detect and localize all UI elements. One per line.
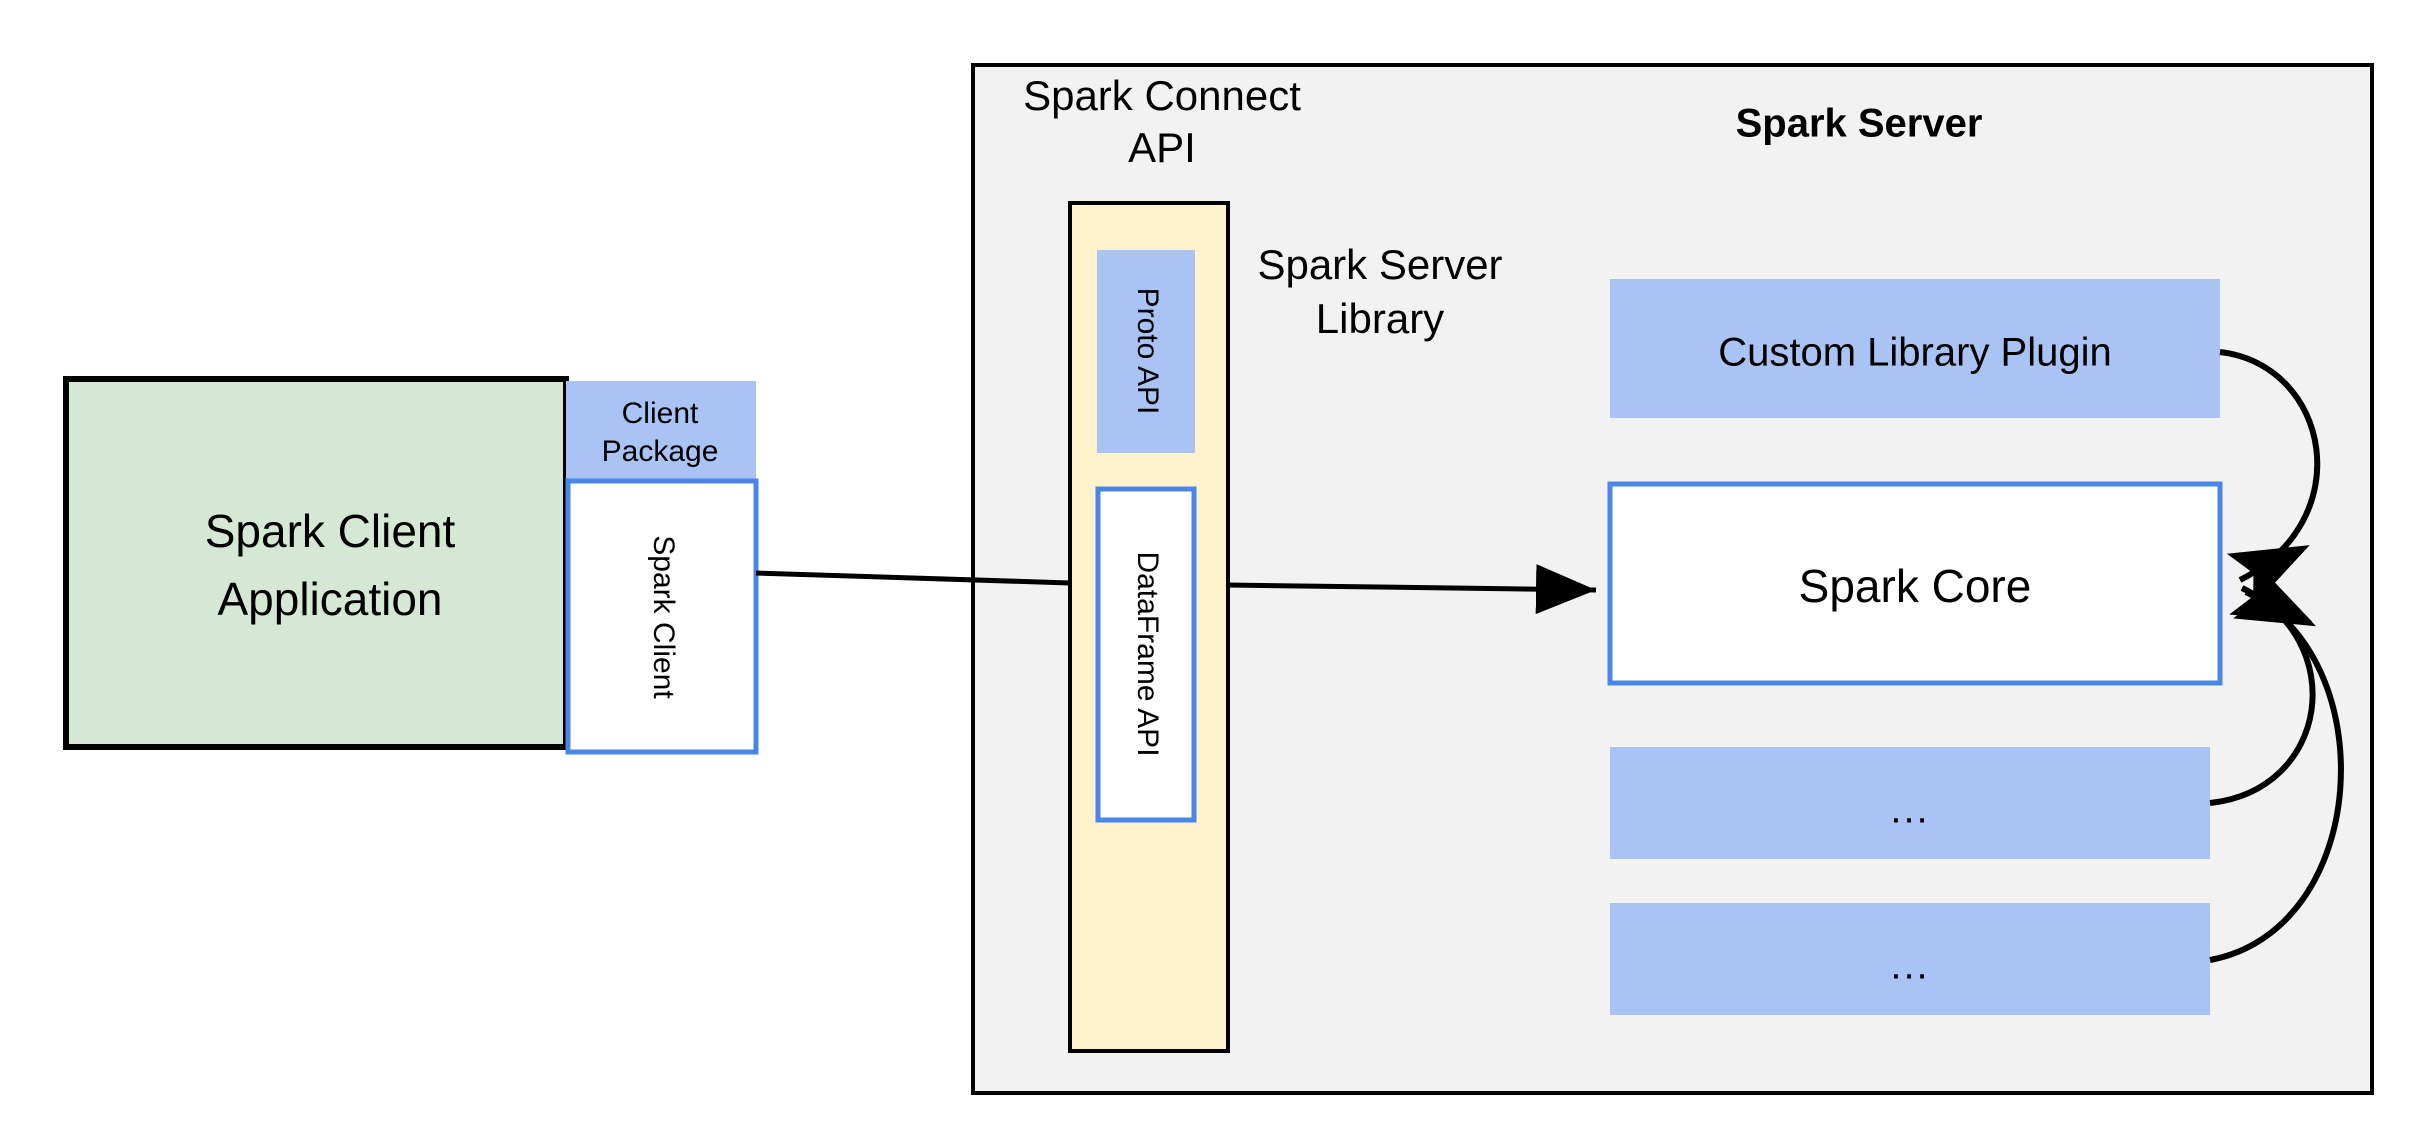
dataframe-api-block[interactable]: DataFrame API: [1095, 486, 1197, 823]
proto-api-rect[interactable]: [1097, 250, 1195, 453]
client-package-block[interactable]: Client Package: [566, 381, 756, 481]
ellipsis-block-2[interactable]: ...: [1610, 903, 2210, 1015]
spark-connect-api-label: Spark Connect API: [1023, 72, 1301, 171]
spark-connect-column: Proto API DataFrame API: [1068, 201, 1230, 1053]
spark-connect-api-line2: API: [1128, 124, 1196, 171]
spark-core-rect[interactable]: [1607, 481, 2223, 686]
spark-core-label: Spark Core: [1799, 560, 2032, 612]
spark-client-application-line1: Spark Client: [205, 505, 456, 557]
custom-library-plugin-rect[interactable]: [1610, 279, 2220, 418]
connection-column-to-core-segment: [1227, 564, 1597, 615]
spark-client-label: Spark Client: [647, 535, 680, 699]
spark-client-block[interactable]: Spark Client: [565, 478, 759, 755]
proto-api-block[interactable]: Proto API: [1097, 250, 1195, 453]
spark-server-library-label: Spark Server Library: [1257, 241, 1502, 342]
connection-ellipsis2-to-core-path: [2209, 565, 2344, 963]
ellipsis-block-1[interactable]: ...: [1610, 747, 2210, 859]
spark-server-library-line1: Spark Server: [1257, 241, 1502, 288]
ellipsis-block-2-label: ...: [1890, 944, 1929, 988]
custom-library-plugin-block[interactable]: Custom Library Plugin: [1610, 279, 2220, 418]
spark-core-block[interactable]: Spark Core: [1607, 481, 2223, 686]
client-package-rect[interactable]: [566, 381, 756, 481]
spark-client-application-line2: Application: [217, 573, 442, 625]
ellipsis-block-1-rect[interactable]: [1610, 747, 2210, 859]
connection-plugin-to-core-path: [2219, 349, 2321, 607]
connection-client-to-column-segment: [755, 570, 1071, 586]
spark-client-application-block[interactable]: Spark Client Application: [63, 376, 569, 750]
connection-ellipsis2-to-core: [2209, 565, 2344, 963]
custom-library-plugin-label: Custom Library Plugin: [1718, 331, 2112, 375]
ellipsis-block-1-label: ...: [1890, 788, 1929, 832]
client-package-line1: Client: [622, 397, 699, 430]
proto-api-label: Proto API: [1131, 288, 1164, 415]
client-package-line2: Package: [602, 435, 719, 468]
spark-client-application-rect[interactable]: [63, 376, 569, 750]
spark-connect-api-line1: Spark Connect: [1023, 72, 1301, 119]
ellipsis-block-2-rect[interactable]: [1610, 903, 2210, 1015]
dataframe-api-label: DataFrame API: [1131, 551, 1164, 756]
dataframe-api-rect[interactable]: [1095, 486, 1197, 823]
spark-client-rect[interactable]: [565, 478, 759, 755]
spark-server-library-line2: Library: [1316, 295, 1444, 342]
spark-server-title: Spark Server: [1736, 102, 1983, 146]
connection-plugin-to-core: [2219, 349, 2321, 607]
connection-client-to-core: [755, 564, 1597, 615]
